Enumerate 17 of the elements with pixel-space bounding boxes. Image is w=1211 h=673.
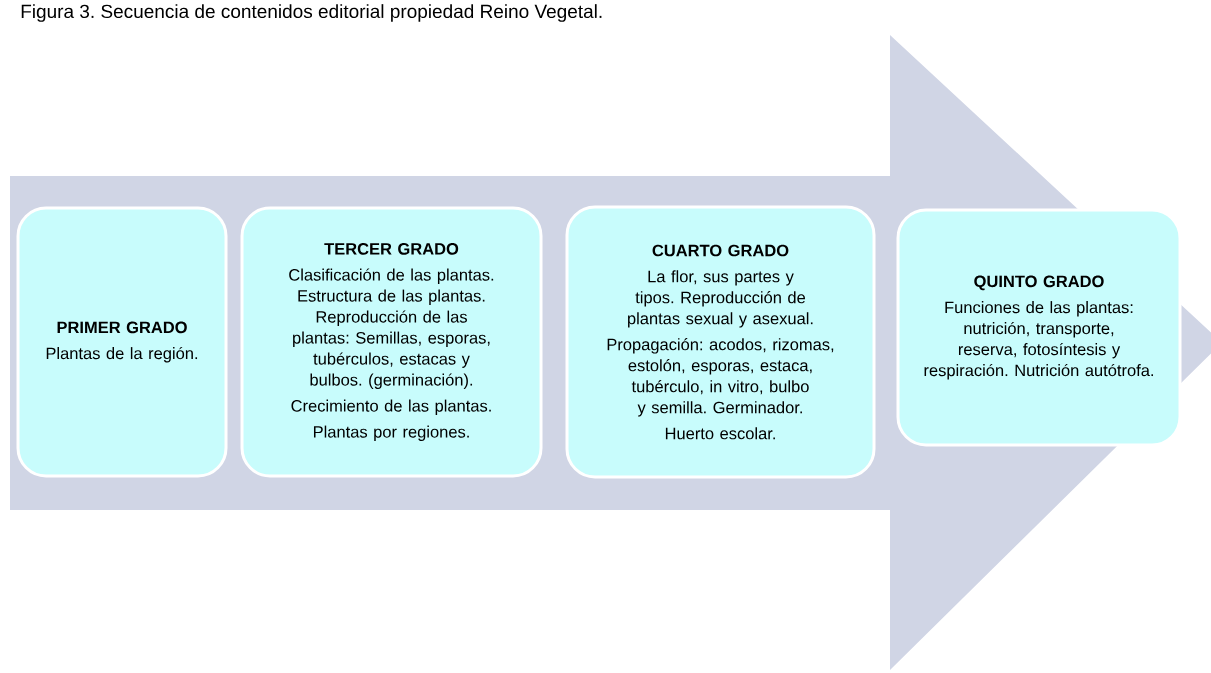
grade-heading: CUARTO GRADO (652, 244, 789, 257)
grade-heading: TERCER GRADO (324, 243, 459, 255)
content-text: Plantas por regiones. (314, 425, 469, 441)
grade-heading: PRIMER GRADO (57, 321, 187, 334)
content-text: Crecimiento de las plantas. (291, 399, 491, 415)
content-text: Huerto escolar. (665, 427, 775, 440)
content-text: Clasificación de las plantas. Estructura de las plantas. Reproducción de las plantas: Semillas, esporas, tubérculos, estacas y bulbos. (germinación). (289, 268, 494, 389)
grade-box (16, 206, 228, 478)
grade-box (896, 208, 1182, 447)
content-text: La flor, sus partes y tipos. Reproducción de plantas sexual y asexual. (628, 270, 813, 328)
content-text: Plantas de la región. (46, 346, 198, 363)
content-text: Propagación: acodos, rizomas, estolón, esporas, estaca, tubérculo, in vitro, bulbo y semilla. Germinador. (607, 338, 834, 417)
grade-box (240, 206, 543, 478)
caption-text: Figura 3. Secuencia de contenidos editorial propiedad Reino Vegetal. (21, 4, 602, 22)
content-text: Funciones de las plantas: nutrición, transporte, reserva, fotosíntesis y respiración. Nutrición autótrofa. (924, 301, 1153, 380)
grade-heading: QUINTO GRADO (974, 275, 1104, 291)
grade-box (565, 205, 876, 479)
